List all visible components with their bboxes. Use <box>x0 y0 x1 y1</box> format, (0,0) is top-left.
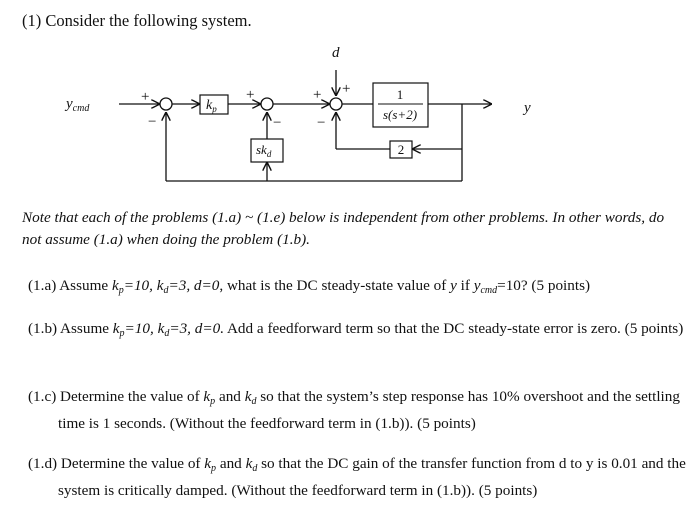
feedback-gain-label: 2 <box>398 142 405 157</box>
summing-junction-3 <box>329 97 343 111</box>
kd-block <box>250 138 284 163</box>
plant-denominator: s(s+2) <box>383 107 417 122</box>
sign-minus-3: − <box>317 115 325 131</box>
summing-junction-1 <box>159 97 173 111</box>
plant-block <box>372 82 429 128</box>
kd-block-label: skd <box>256 142 272 159</box>
kp-block <box>199 94 229 115</box>
disturbance-label: d <box>332 45 340 61</box>
sign-minus-2: − <box>273 115 281 131</box>
summing-junction-2 <box>260 97 274 111</box>
problem-1a: (1.a) Assume kp=10, kd=3, d=0, what is t… <box>28 277 591 296</box>
sign-plus-3a: + <box>313 87 321 103</box>
problem-1c: (1.c) Determine the value of kp and kd s… <box>28 388 680 432</box>
instruction-note: Note that each of the problems (1.a) ~ (… <box>22 209 665 248</box>
sign-minus-1: − <box>148 114 156 130</box>
problem-1d: (1.d) Determine the value of kp and kd s… <box>28 455 686 499</box>
kp-block-label: kp <box>206 98 217 114</box>
sign-plus-1: + <box>141 89 149 105</box>
sign-plus-3b: + <box>342 81 350 97</box>
input-label: ycmd <box>64 96 90 114</box>
output-label: y <box>522 100 531 116</box>
block-diagram: ycmd + − + − + + − d kp skd <box>64 45 531 182</box>
section-heading: (1) Consider the following system. <box>22 11 252 30</box>
problem-1b: (1.b) Assume kp=10, kd=3, d=0. Add a fee… <box>28 320 684 339</box>
feedback-gain-block <box>389 140 413 159</box>
plant-numerator: 1 <box>397 87 404 102</box>
sign-plus-2: + <box>246 87 254 103</box>
signal-lines <box>119 70 492 182</box>
